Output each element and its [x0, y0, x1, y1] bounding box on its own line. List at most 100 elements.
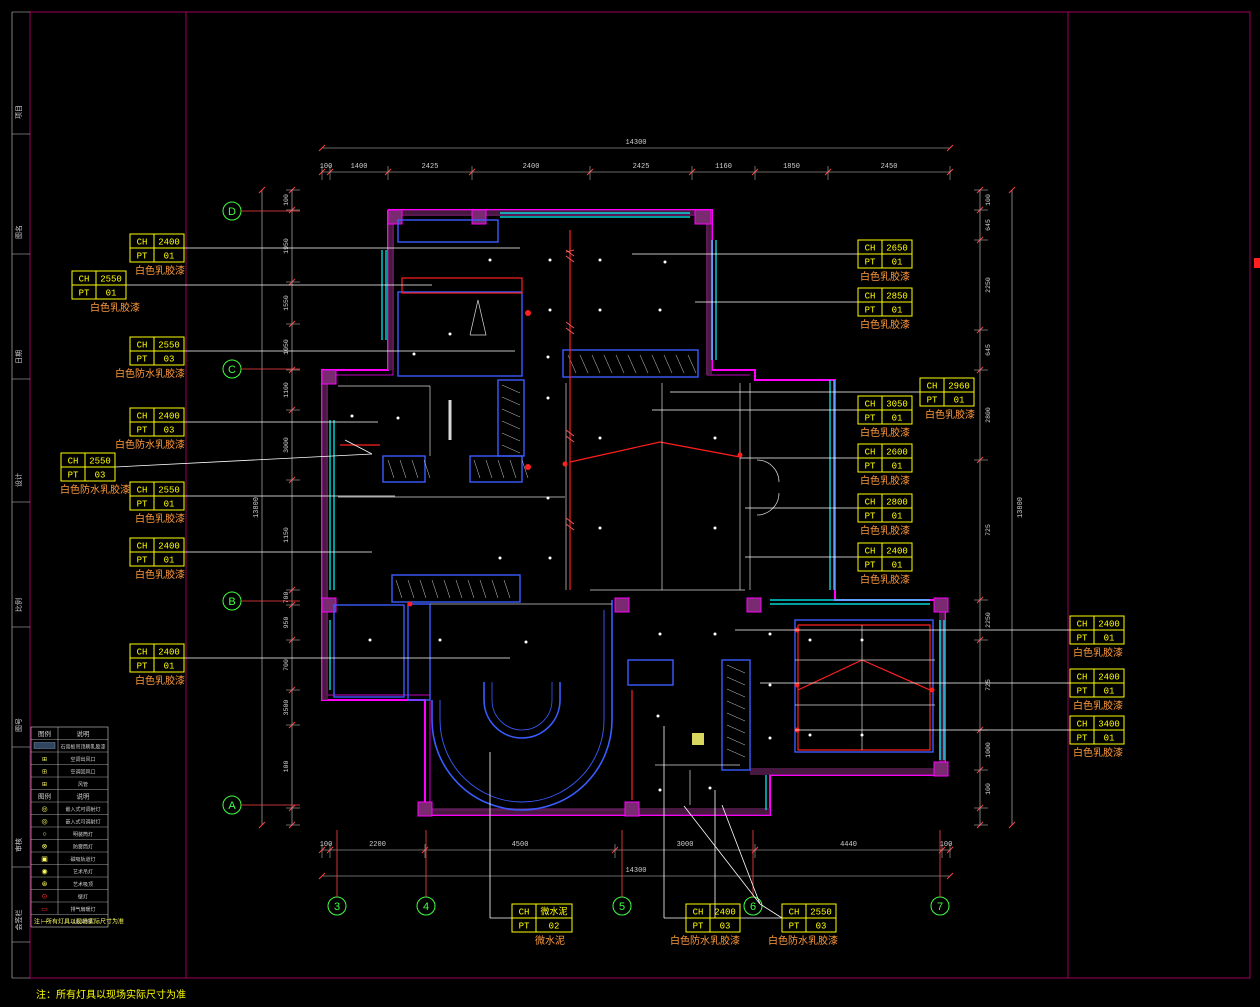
tag-note: 白色防水乳胶漆 [115, 367, 185, 380]
tag-ch-value: 3050 [886, 400, 908, 410]
tag-pt-value: 01 [892, 258, 903, 268]
tag-ch-label: CH [1077, 720, 1088, 730]
dim-value: 100 [283, 194, 290, 206]
legend-text: 嵌入式可调射灯 [65, 806, 100, 813]
tag-ch-label: CH [789, 908, 800, 918]
axis-label: A [228, 800, 236, 812]
tag-note: 白色乳胶漆 [860, 524, 910, 537]
dim-value: 725 [985, 679, 992, 691]
legend-table: 图例说明石膏板吊顶刷乳胶漆⊞空调出风口⊞空调回风口⊞风管图例说明◎嵌入式可调射灯… [30, 726, 124, 928]
tag-pt-label: PT [865, 258, 876, 268]
dim-value: 1160 [715, 163, 732, 171]
dim-total: 14300 [625, 139, 646, 147]
interior-lines [338, 299, 935, 805]
tag-ch-label: CH [137, 412, 148, 422]
dim-tick [258, 821, 266, 829]
dim-value: 950 [283, 617, 290, 629]
title-strip-label: 图号 [15, 718, 23, 732]
leader [721, 804, 761, 905]
tag-pt-value: 01 [892, 414, 903, 424]
title-strip-label: 会签栏 [14, 910, 23, 931]
tag-ch-value: 2850 [886, 292, 908, 302]
legend-text: 说明 [77, 792, 91, 801]
tag-pt-value: 01 [892, 561, 903, 571]
tag-pt-label: PT [865, 561, 876, 571]
legend-symbol: ⊞ [42, 770, 47, 776]
tag-ch-label: CH [137, 542, 148, 552]
legend-symbol: ⊞ [42, 757, 47, 763]
legend-symbol: ▭ [41, 906, 48, 913]
dim-value: 700 [283, 592, 290, 604]
tag-ch-label: CH [137, 486, 148, 496]
leader [114, 453, 373, 468]
tag-ch-label: CH [865, 400, 876, 410]
legend-text: 艺术吊灯 [73, 869, 93, 876]
tag-note: 白色乳胶漆 [135, 512, 185, 525]
tag-note: 白色乳胶漆 [1073, 699, 1123, 712]
tag-note: 白色乳胶漆 [860, 270, 910, 283]
duct-marks [565, 249, 575, 531]
dim-value: 4500 [512, 841, 529, 849]
tag-note: 微水泥 [535, 934, 565, 947]
legend-symbol: ◉ [41, 869, 47, 876]
legend-symbol: ◎ [41, 819, 47, 826]
tag-ch-value: 2600 [886, 448, 908, 458]
fixtures [333, 219, 934, 771]
legend-text: 空调回风口 [70, 769, 95, 776]
tag-note: 白色乳胶漆 [135, 264, 185, 277]
tag-pt-label: PT [865, 306, 876, 316]
tag-pt-label: PT [137, 355, 148, 365]
dim-tick [946, 144, 954, 152]
tag-ch-value: 2400 [1098, 620, 1120, 630]
tag-ch-value: 3400 [1098, 720, 1120, 730]
dimensions-left: 1001950155010501100300011507009507003500… [253, 186, 300, 829]
tag-pt-value: 03 [720, 922, 731, 932]
legend-symbol: ▣ [41, 856, 48, 863]
legend-text: LED灯带 [73, 919, 93, 926]
leader [683, 805, 761, 905]
legend-text: 石膏板吊顶刷乳胶漆 [60, 744, 105, 751]
title-strip-label: 设计 [14, 473, 23, 487]
tag-ch-value: 2400 [886, 547, 908, 557]
tag-ch-label: CH [865, 547, 876, 557]
axis-label: 5 [619, 901, 625, 913]
axis-label: 6 [750, 901, 756, 913]
dim-value: 645 [985, 344, 992, 356]
tag-pt-label: PT [1077, 634, 1088, 644]
dim-value: 100 [320, 163, 333, 171]
edge-marker [1254, 258, 1260, 268]
dim-total: 13800 [253, 497, 261, 518]
tag-pt-value: 01 [1104, 687, 1115, 697]
tag-ch-label: CH [68, 457, 79, 467]
axis-label: C [228, 364, 236, 376]
dim-value: 1550 [283, 295, 290, 311]
dim-tick [1008, 821, 1016, 829]
legend-text: 图例 [38, 792, 51, 801]
dim-value: 2800 [985, 407, 992, 423]
tag-note: 白色乳胶漆 [860, 318, 910, 331]
tag-note: 白色防水乳胶漆 [768, 934, 838, 947]
tag-note: 白色乳胶漆 [860, 573, 910, 586]
dim-value: 2450 [881, 163, 898, 171]
tag-note: 白色乳胶漆 [860, 426, 910, 439]
tag-pt-value: 01 [164, 252, 175, 262]
tag-ch-value: 2550 [810, 908, 832, 918]
dim-value: 1950 [283, 238, 290, 254]
tag-pt-value: 01 [1104, 634, 1115, 644]
legend-text: 壁灯 [78, 894, 88, 901]
legend-symbol: — [41, 919, 48, 926]
dim-value: 1050 [283, 339, 290, 355]
tag-ch-label: CH [865, 498, 876, 508]
title-strip-label: 图名 [14, 225, 23, 239]
